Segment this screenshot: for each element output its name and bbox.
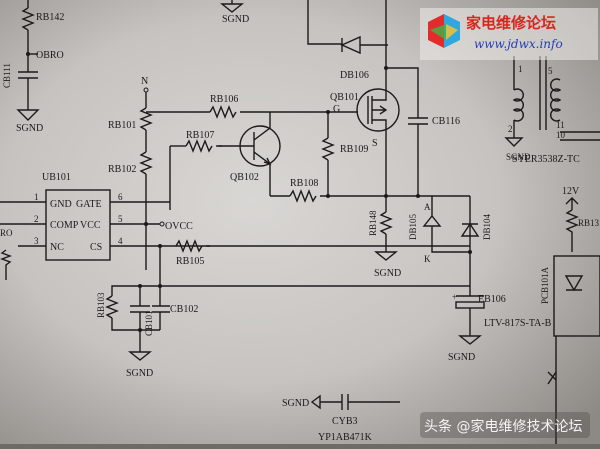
label-cb101: CB101 — [144, 310, 154, 336]
qb102-transistor: QB102 — [218, 112, 281, 196]
label-sgnd-6: SGND — [506, 152, 531, 162]
label-db105: DB105 — [408, 213, 418, 240]
label-anode-a: A — [424, 202, 431, 212]
rb107-branch: RB107 — [169, 130, 222, 210]
pin-tr-10: 10 — [556, 130, 566, 140]
ub101-ic: UB101 GND GATE COMP VCC NC CS 1 2 3 RO 6… — [0, 172, 210, 280]
pin-num-1: 1 — [34, 192, 39, 202]
label-db104: DB104 — [482, 213, 492, 240]
label-qb101: QB101 — [330, 92, 359, 103]
label-ltv: LTV-817S-TA-B — [484, 318, 552, 329]
db105-db104: DB105 DB104 A K — [408, 196, 492, 270]
label-rb108: RB108 — [290, 178, 318, 189]
footer-text: 头条 @家电维修技术论坛 — [424, 418, 582, 435]
label-db106: DB106 — [340, 70, 369, 81]
label-rb105: RB105 — [176, 256, 204, 267]
label-sgnd-1: SGND — [16, 123, 43, 134]
rb108-branch: RB108 — [270, 178, 470, 203]
label-12v: 12V — [562, 186, 580, 197]
rb148-branch: SGND RB148 — [368, 196, 401, 279]
label-rb131: RB131 — [578, 218, 600, 228]
label-gate-g: G — [333, 104, 340, 115]
pin-num-4: 4 — [118, 236, 123, 246]
label-rb103: RB103 — [96, 292, 106, 318]
watermark-top: 家电维修论坛 www.jdwx.info — [420, 8, 598, 60]
label-rb148: RB148 — [368, 210, 378, 236]
pin-gnd: GND — [50, 199, 72, 210]
label-ro-left: RO — [0, 228, 13, 238]
watermark-url: www.jdwx.info — [474, 37, 563, 51]
pin-nc: NC — [50, 242, 64, 253]
rb103-cb101-cb102: RB103 CB101 CB102 SGND — [96, 246, 198, 379]
eb106-plus: + — [452, 292, 457, 302]
optocoupler-side: 12V RB131 PCB101A — [540, 186, 600, 444]
pin-comp: COMP — [50, 220, 79, 231]
pin-num-2: 2 — [34, 214, 39, 224]
rb142-branch: RB142 OBRO CB111 SGND — [2, 0, 64, 134]
pin-tr-5: 5 — [548, 66, 553, 76]
pin-num-5: 5 — [118, 214, 123, 224]
eb106-cap: + EB106 SGND LTV-817S-TA-B — [448, 270, 552, 363]
pin-tr-11: 11 — [556, 120, 565, 130]
label-rb106: RB106 — [210, 94, 238, 105]
label-syer: SYER3538Z-TC — [512, 154, 580, 165]
label-cb116: CB116 — [432, 116, 460, 127]
rb105-branch: RB105 — [158, 239, 470, 267]
label-n: N — [141, 76, 148, 87]
label-eb106: EB106 — [478, 294, 506, 305]
watermark-brand: 家电维修论坛 — [466, 14, 556, 32]
pin-cs: CS — [90, 242, 102, 253]
label-sgnd-3: SGND — [126, 368, 153, 379]
label-sgnd-7: SGND — [282, 398, 309, 409]
pin-vcc: VCC — [80, 220, 101, 231]
label-cb102: CB102 — [170, 304, 198, 315]
pin-tr-2: 2 — [508, 124, 513, 134]
label-rb102: RB102 — [108, 164, 136, 175]
label-obro: OBRO — [36, 50, 64, 61]
syer-transformer: 1 2 SGND 5 11 10 SYER3538Z-TC — [504, 56, 600, 165]
label-sgnd-5: SGND — [448, 352, 475, 363]
db106-branch: DB106 — [307, 0, 419, 110]
label-rb101: RB101 — [108, 120, 136, 131]
watermark-footer: 头条 @家电维修技术论坛 — [420, 412, 590, 438]
label-sgnd-4: SGND — [374, 268, 401, 279]
sgnd-top: SGND — [220, 0, 249, 25]
bus-eb106 — [158, 284, 470, 288]
pin-num-3: 3 — [34, 236, 39, 246]
label-source-s: S — [372, 138, 378, 149]
label-rb142: RB142 — [36, 12, 64, 23]
label-ub101: UB101 — [42, 172, 71, 183]
logo-icon — [428, 14, 460, 48]
cyb-branch: SGND CYB3 YP1AB471K — [282, 394, 400, 443]
label-sgnd-2: SGND — [222, 14, 249, 25]
label-yp: YP1AB471K — [318, 432, 373, 443]
rb109-branch: RB109 — [321, 112, 368, 196]
qb101-mosfet: QB101 G S — [330, 80, 400, 195]
label-pcb101a: PCB101A — [540, 266, 550, 304]
cb116-cap: CB116 — [408, 110, 460, 195]
rb106-branch: RB106 — [146, 94, 358, 119]
pin-gate: GATE — [76, 199, 102, 210]
label-ovcc: OVCC — [165, 221, 193, 232]
pin-num-6: 6 — [118, 192, 123, 202]
label-cyb: CYB3 — [332, 416, 358, 427]
label-rb109: RB109 — [340, 144, 368, 155]
pin-tr-1: 1 — [518, 64, 523, 74]
label-qb102: QB102 — [230, 172, 259, 183]
label-cb111: CB111 — [2, 63, 12, 88]
label-rb107: RB107 — [186, 130, 214, 141]
label-cathode-k: K — [424, 254, 431, 264]
